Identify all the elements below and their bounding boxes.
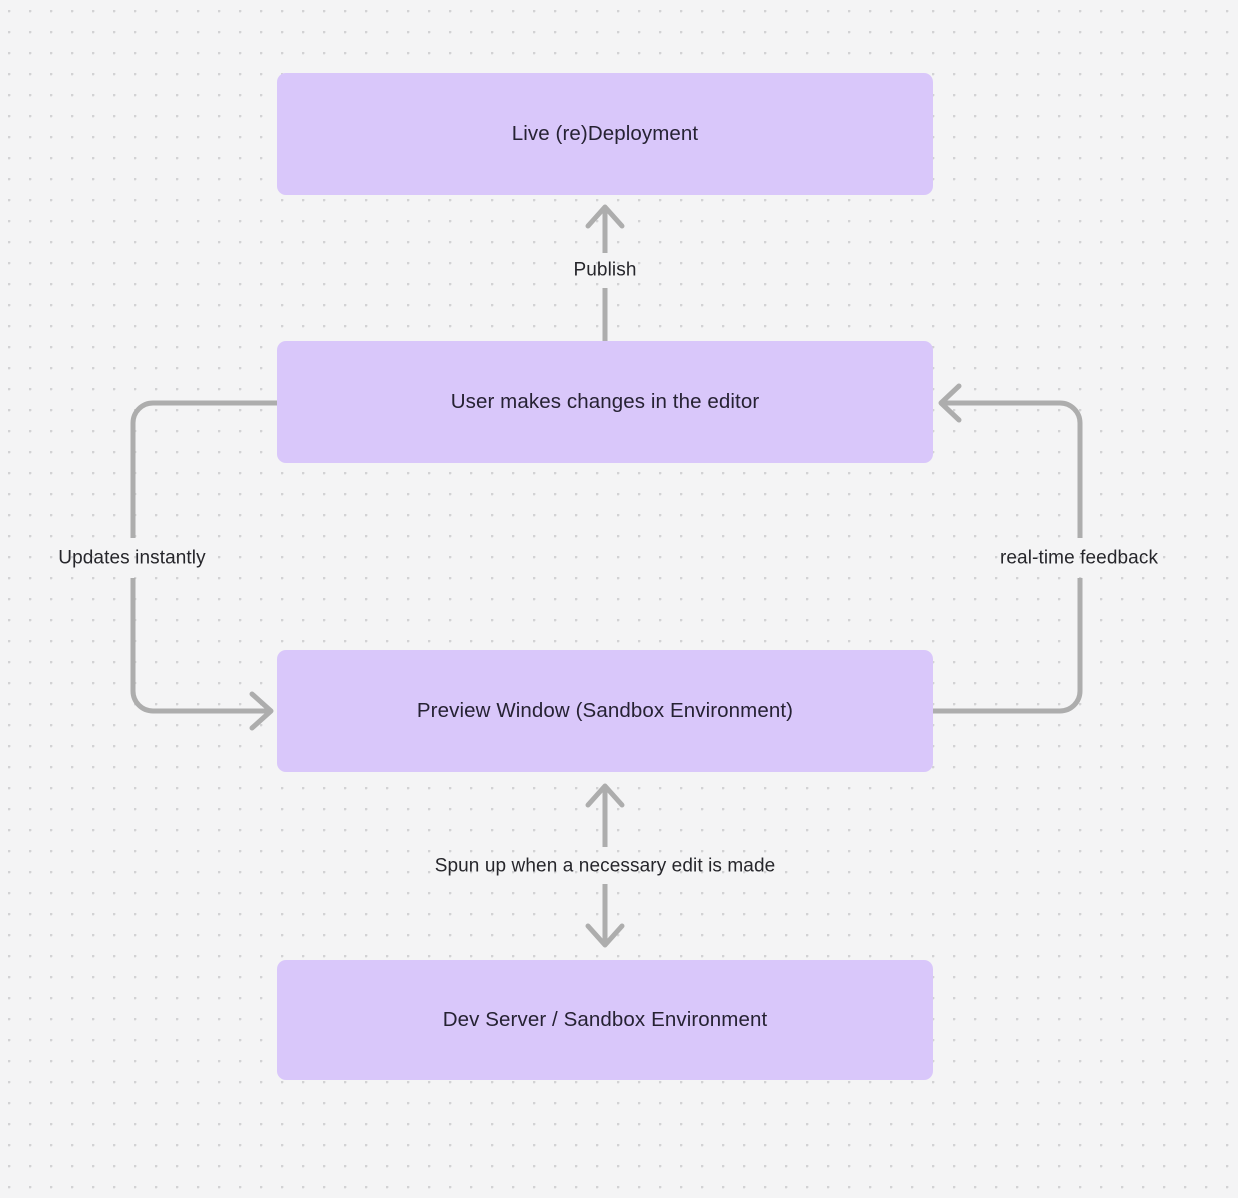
node-preview-window[interactable]: Preview Window (Sandbox Environment) [277,650,933,772]
edge-updates-instantly-arrowhead [249,691,274,731]
edge-real-time-feedback-lower-segment [933,578,1083,714]
edge-real-time-feedback-upper-segment [942,400,1083,538]
edge-updates-instantly-lower-segment [130,578,270,714]
node-live-deployment-label: Live (re)Deployment [511,121,699,145]
node-user-changes-label: User makes changes in the editor [450,389,760,413]
node-dev-server[interactable]: Dev Server / Sandbox Environment [277,960,933,1080]
edge-spun-up-up-arrowhead [585,783,625,808]
node-live-deployment[interactable]: Live (re)Deployment [277,73,933,195]
edge-label-real-time-feedback: real-time feedback [999,547,1159,569]
node-user-changes[interactable]: User makes changes in the editor [277,341,933,463]
node-dev-server-label: Dev Server / Sandbox Environment [442,1007,768,1031]
edge-label-spun-up: Spun up when a necessary edit is made [434,855,776,877]
edge-updates-instantly-upper-segment [130,400,277,538]
node-preview-window-label: Preview Window (Sandbox Environment) [416,698,794,722]
edge-label-publish: Publish [573,259,637,281]
edge-label-updates-instantly: Updates instantly [58,547,206,569]
edge-publish-arrowhead [585,204,625,229]
edge-real-time-feedback-arrowhead [938,383,962,423]
edge-spun-up-down-arrowhead [585,923,625,948]
